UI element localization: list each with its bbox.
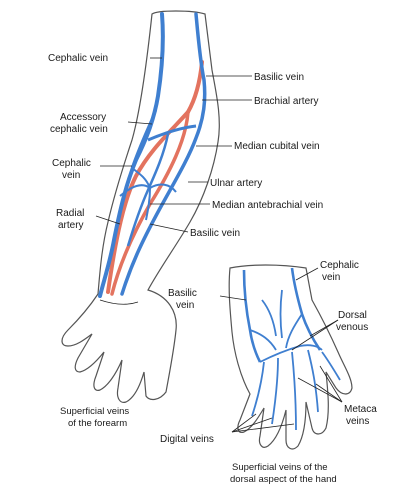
forearm-illustration: Cephalic vein Basilic vein Brachial arte… [48,10,323,429]
label-hand-basilic-1: Basilic [168,288,197,299]
label-dorsal-venous-2: venous [336,322,368,333]
label-dorsal-venous-1: Dorsal [338,310,367,321]
hand-illustration: Cephalic vein Basilic vein Dorsal venous… [160,260,377,485]
label-cephalic-vein-mid-2: vein [62,170,80,181]
accessory-cephalic-vein-shape [130,109,158,169]
label-radial-artery-2: artery [58,220,84,231]
label-hand-cephalic-2: vein [322,272,340,283]
dorsal-venous-network-shape [249,289,323,363]
label-cephalic-vein-top: Cephalic vein [48,53,108,64]
hand-outline [228,264,353,450]
caption-hand-1: Superficial veins of the [232,462,328,473]
elbow-vein-branches [119,167,177,221]
label-metacarpal-veins-2: veins [346,416,369,427]
label-metacarpal-veins-1: Metaca [344,404,377,415]
label-median-antebrachial-vein: Median antebrachial vein [212,200,323,211]
label-basilic-vein-low: Basilic vein [190,228,240,239]
label-brachial-artery: Brachial artery [254,96,318,107]
palm-crease [99,299,139,305]
caption-hand-2: dorsal aspect of the hand [230,474,337,485]
label-hand-basilic-2: vein [176,300,194,311]
label-radial-artery-1: Radial [56,208,84,219]
label-ulnar-artery: Ulnar artery [210,178,262,189]
caption-forearm-1: Superficial veins [60,406,129,417]
label-digital-veins: Digital veins [160,434,214,445]
label-accessory-cephalic-1: Accessory [60,112,106,123]
label-hand-cephalic-1: Cephalic [320,260,359,271]
median-antebrachial-vein-shape [126,133,170,247]
label-cephalic-vein-mid-1: Cephalic [52,158,91,169]
basilic-vein-shape [120,12,207,296]
label-accessory-cephalic-2: cephalic vein [50,124,108,135]
metacarpal-veins-shape [251,349,341,431]
median-cubital-vein-shape [147,124,197,142]
label-median-cubital-vein: Median cubital vein [234,141,320,152]
label-basilic-vein-top: Basilic vein [254,72,304,83]
caption-forearm-2: of the forearm [68,418,127,429]
